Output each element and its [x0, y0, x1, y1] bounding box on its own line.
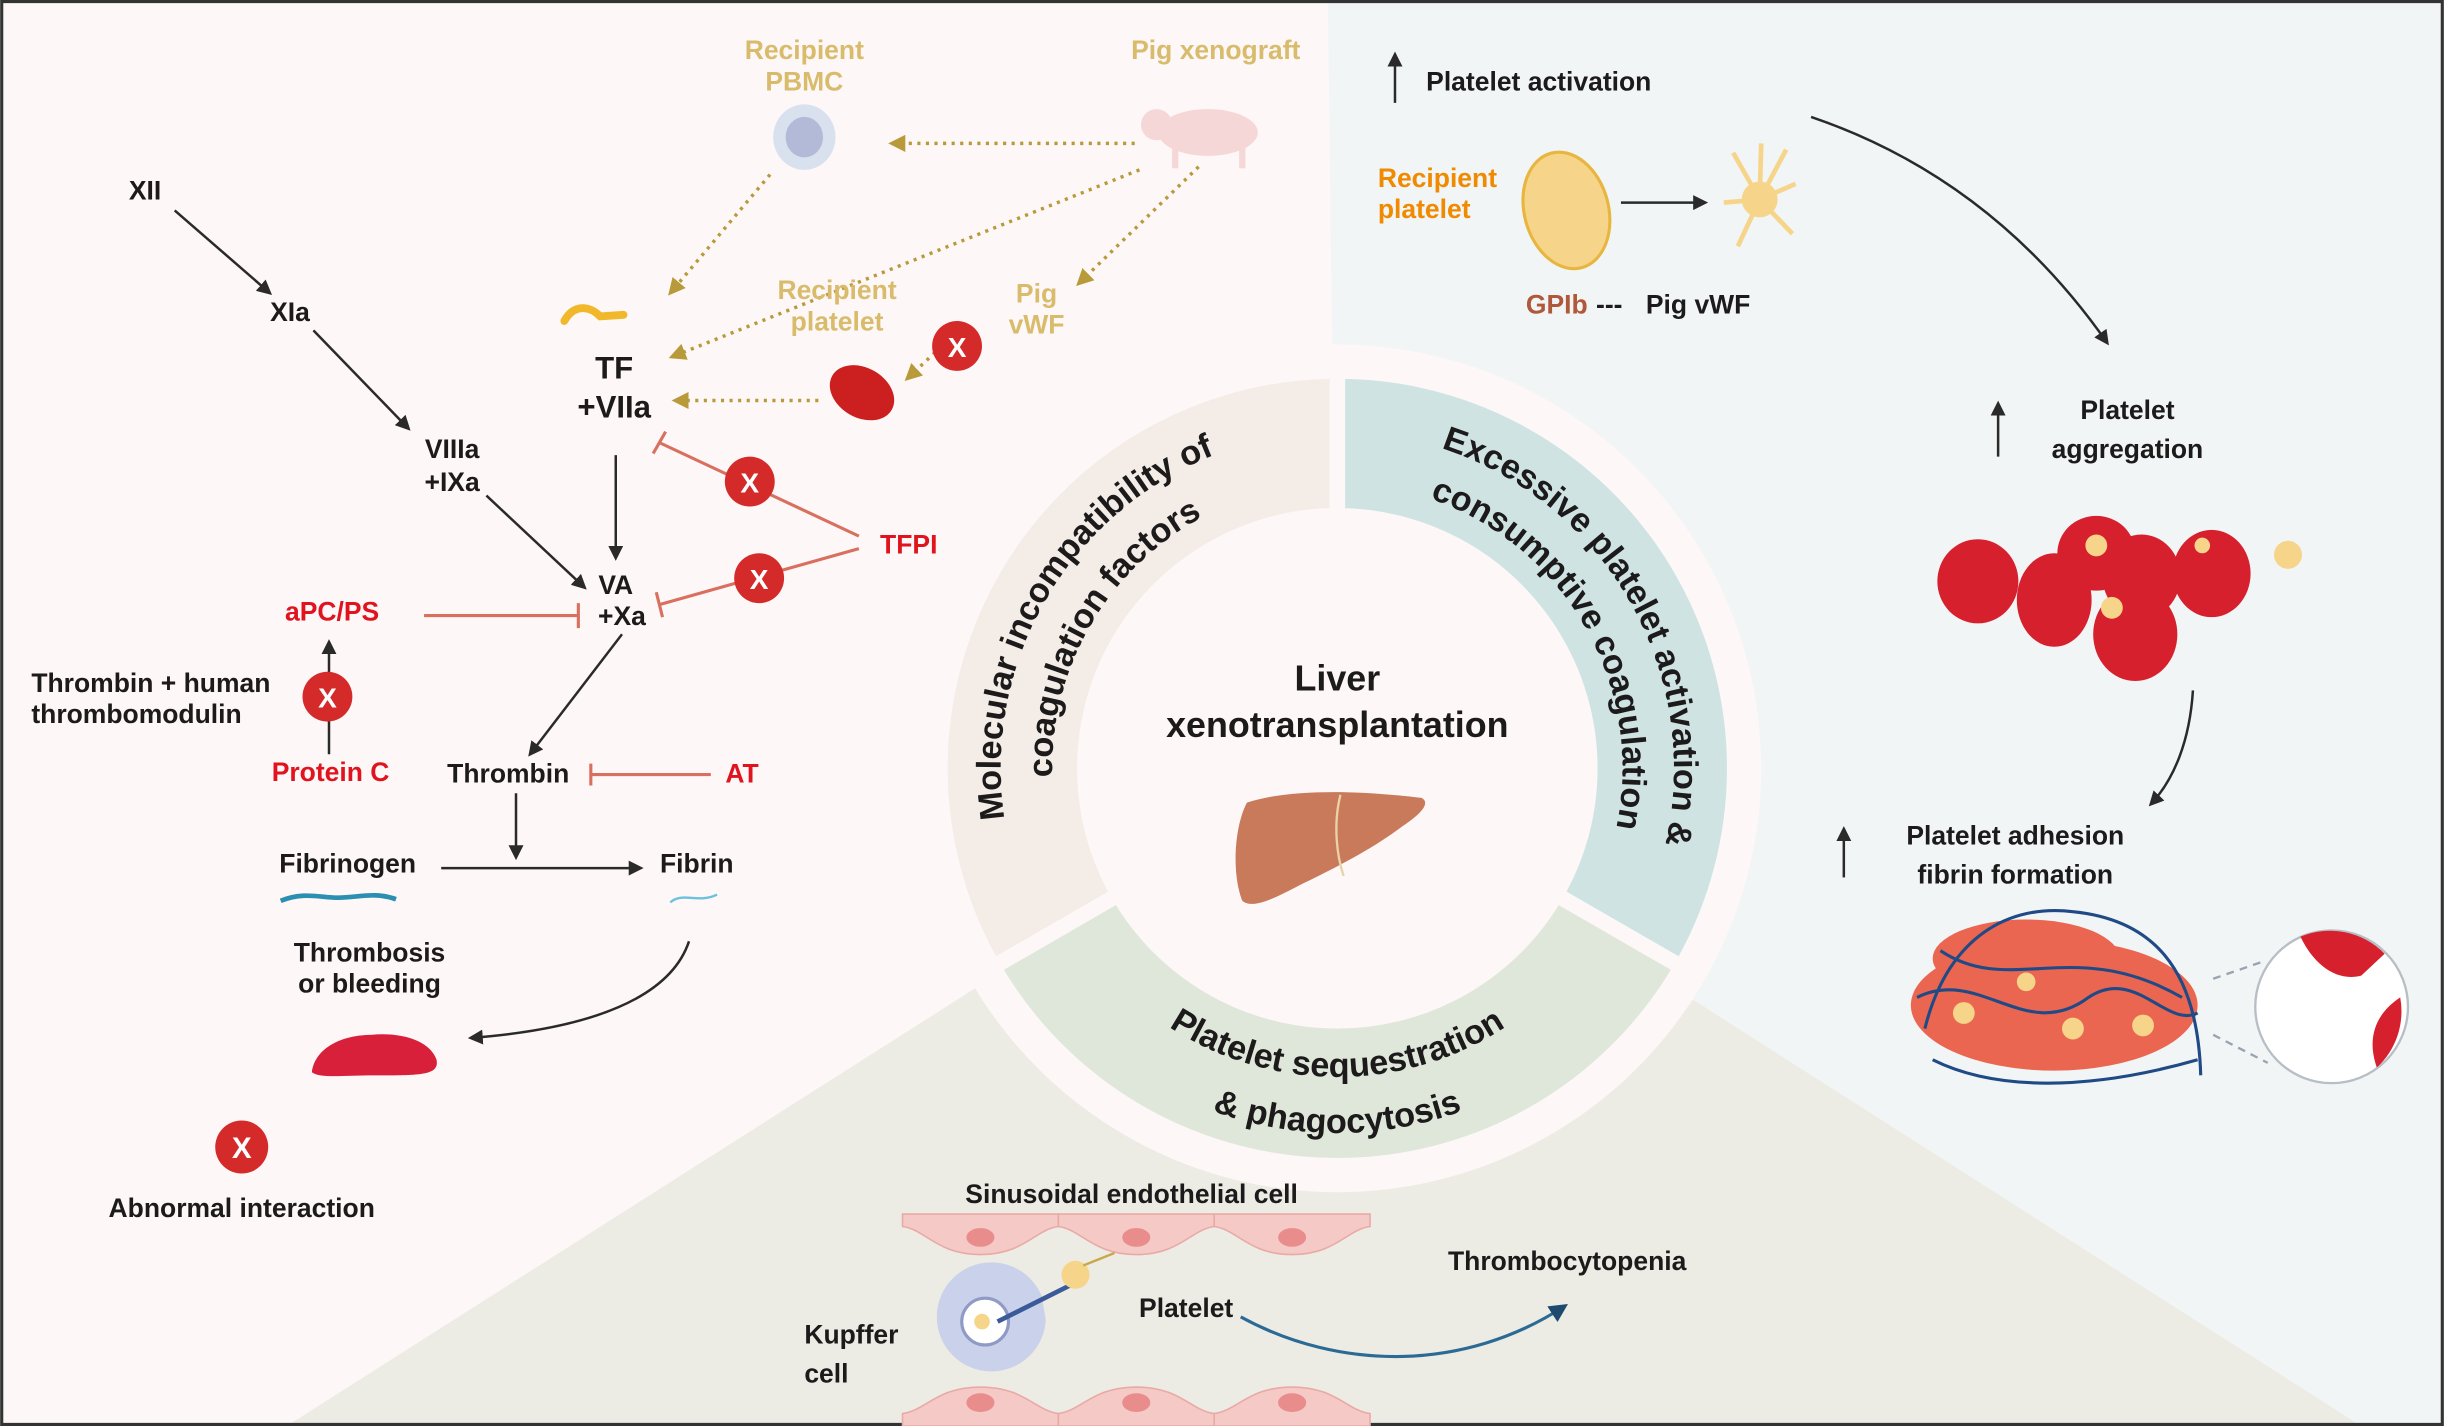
cell-nucleus [1122, 1228, 1151, 1247]
xii-to-xia-arrow [173, 209, 273, 295]
sequestered-platelet-icon [1061, 1251, 1115, 1289]
pig-vwf-label-1: Pig [1016, 278, 1057, 308]
abnormal-interaction-label: Abnormal interaction [109, 1193, 375, 1223]
viiia-label: VIIIa [425, 434, 480, 464]
thrombosis-label-2: or bleeding [298, 969, 441, 999]
thrombin-label: Thrombin [447, 758, 569, 788]
svg-text:X: X [948, 332, 967, 363]
kupffer-label-1: Kupffer [804, 1319, 898, 1349]
x-marker-icon-tfpi-xa: X [734, 553, 785, 604]
ixa-to-xa-arrow [485, 494, 587, 590]
tfpi-label: TFPI [880, 529, 937, 559]
platelet-label: Platelet [1139, 1293, 1233, 1323]
cell-nucleus [1278, 1228, 1307, 1247]
segment-sequestration [982, 883, 1693, 1174]
red-platelet-icon [829, 365, 895, 421]
liver-icon [1235, 792, 1426, 904]
segment-platelet-activation [1329, 363, 1743, 978]
aggregation-label-2: aggregation [2052, 434, 2204, 464]
cell-nucleus [1122, 1393, 1151, 1412]
at-inhibit-thrombin-line [589, 763, 711, 786]
adhesion-label-1: Platelet adhesion [1906, 821, 2124, 851]
xa-label: +Xa [598, 601, 646, 631]
xii-label: XII [129, 175, 161, 205]
adhesion-label-2: fibrin formation [1917, 860, 2113, 890]
pig-xenograft-label: Pig xenograft [1131, 35, 1300, 65]
binding-dash: --- [1596, 289, 1622, 319]
ixa-label: +IXa [424, 467, 479, 497]
to-thrombocytopenia-arrow [1239, 1303, 1568, 1359]
platelet-aggregate-icon [1937, 515, 2303, 682]
magnifier-icon [2212, 929, 2410, 1085]
kupffer-label-2: cell [804, 1358, 848, 1388]
pig-vwf-right-label: Pig vWF [1646, 289, 1750, 319]
recipient-platelet-label-2: platelet [791, 306, 884, 336]
fibrinogen-icon [279, 892, 397, 903]
svg-text:X: X [740, 467, 759, 498]
thrombosis-label-1: Thrombosis [294, 938, 446, 968]
pig-icon [1140, 109, 1258, 169]
endothelial-cells-icon [901, 1213, 1371, 1426]
center-title-line1: Liver [1295, 658, 1381, 698]
recipient-pbmc-label-1: Recipient [745, 35, 864, 65]
xia-label: XIa [270, 297, 310, 327]
recipient-platelet-orange-label-2: platelet [1378, 194, 1471, 224]
recipient-platelet-orange-label-1: Recipient [1378, 163, 1497, 193]
viia-label: +VIIa [577, 390, 651, 425]
fibrin-label: Fibrin [660, 849, 734, 879]
bottom-panel-background [286, 974, 2362, 1426]
pig-to-vwf-arrow [1076, 165, 1200, 287]
cell-nucleus [966, 1228, 995, 1247]
platelet-activation-label: Platelet activation [1426, 66, 1651, 96]
xa-to-thrombin-arrow [528, 633, 623, 757]
recipient-platelet-label-1: Recipient [777, 275, 896, 305]
endothelial-label: Sinusoidal endothelial cell [965, 1179, 1298, 1209]
x-marker-icon-tfpi-tf: X [724, 456, 775, 507]
thrombin-human-label-1: Thrombin + human [31, 668, 270, 698]
xia-to-viiia-arrow [312, 329, 411, 431]
pbmc-to-tf-arrow [668, 173, 772, 296]
cell-nucleus [1278, 1393, 1307, 1412]
fibrin-clot-icon [1910, 909, 2203, 1085]
fibrinogen-label: Fibrinogen [279, 849, 416, 879]
svg-text:X: X [318, 683, 337, 714]
segment-molecular-incompatibility [932, 363, 1346, 978]
fibrin-icon [669, 893, 718, 904]
va-label: VA [598, 570, 633, 600]
x-marker-icon-thrombomodulin: X [302, 671, 353, 722]
cell-nucleus [966, 1393, 995, 1412]
aggregation-label-1: Platelet [2080, 395, 2174, 425]
protein-c-label: Protein C [272, 757, 390, 787]
x-marker-icon-vwf: X [932, 321, 982, 371]
at-label: AT [725, 758, 758, 788]
thrombin-human-label-2: thrombomodulin [31, 699, 241, 729]
tf-label: TF [595, 351, 633, 386]
activation-to-aggregation-arrow [1810, 115, 2109, 346]
gpib-label: GPIb [1526, 289, 1588, 319]
blood-clot-icon [311, 1034, 437, 1077]
abnormal-interaction-icon: X [215, 1120, 269, 1174]
aggregation-to-adhesion-arrow [2148, 690, 2195, 807]
thrombocytopenia-label: Thrombocytopenia [1448, 1246, 1687, 1276]
svg-text:X: X [232, 1132, 252, 1165]
vwf-to-platelet-arrow [904, 350, 937, 382]
recipient-pbmc-label-2: PBMC [765, 66, 843, 96]
activated-platelet-icon [1723, 143, 1797, 248]
center-title-line2: xenotransplantation [1166, 705, 1508, 745]
apc-inhibit-xa-line [424, 603, 580, 629]
svg-text:X: X [750, 564, 769, 595]
pbmc-cell-icon [773, 104, 836, 170]
tissue-factor-icon [560, 304, 628, 325]
kupffer-cell-icon [936, 1262, 1080, 1372]
pig-vwf-label-2: vWF [1009, 310, 1065, 340]
fibrin-to-clot-arrow [467, 940, 691, 1045]
resting-platelet-icon [1521, 150, 1612, 271]
apc-ps-label: aPC/PS [285, 596, 379, 626]
